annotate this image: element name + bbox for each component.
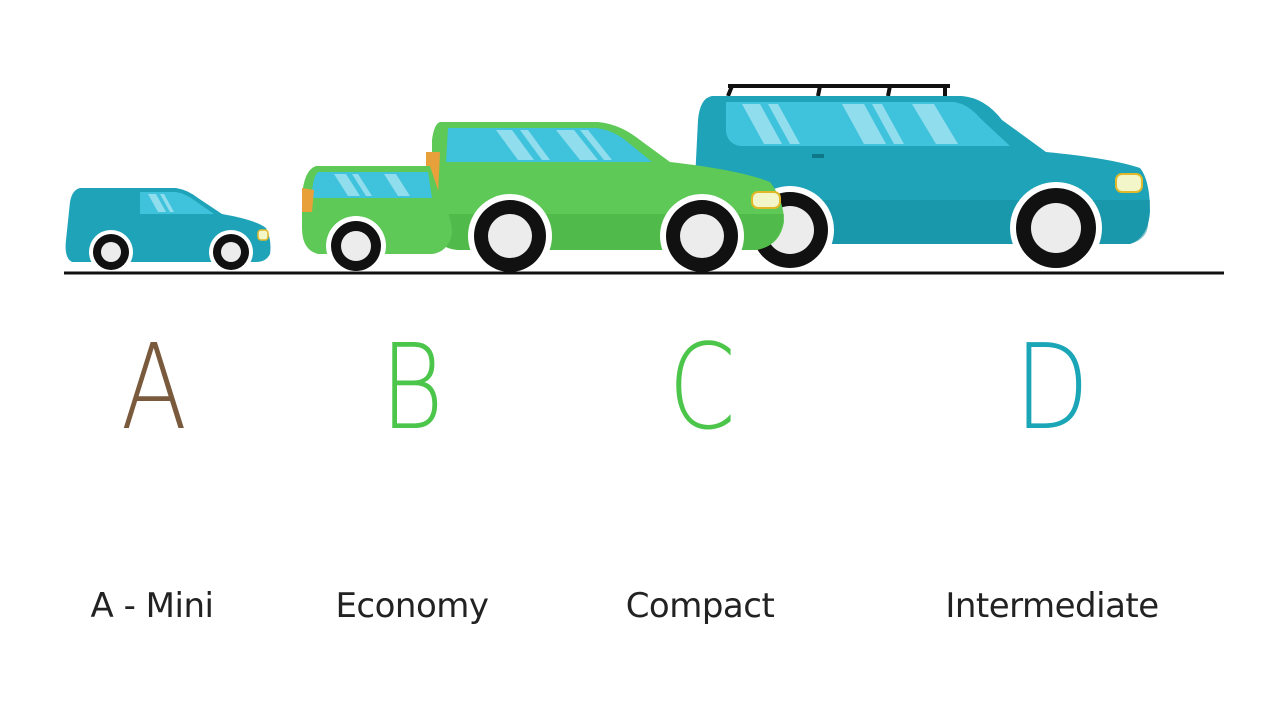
category-letter-d: D [1014, 318, 1090, 456]
compact-front-wheel [660, 194, 744, 278]
compact-window-glare [496, 130, 612, 160]
compact-rear-wheel [468, 194, 552, 278]
category-label-mini: A - Mini [90, 586, 214, 626]
category-letter-a: A [120, 318, 188, 456]
roof-rack [726, 84, 950, 97]
economy-window-glare [334, 174, 410, 196]
compact-car-icon [426, 122, 784, 278]
category-label-compact: Compact [625, 586, 775, 626]
economy-rear-wheel [326, 216, 386, 276]
mini-rear-wheel [89, 230, 133, 274]
economy-taillight [302, 188, 314, 212]
mini-hatchback-icon [65, 188, 271, 274]
category-label-intermediate: Intermediate [945, 586, 1159, 626]
intermediate-suv-icon [693, 84, 1150, 274]
suv-front-wheel [1010, 182, 1102, 274]
economy-window [312, 172, 432, 198]
category-letter-c: C [668, 318, 736, 456]
mini-front-wheel [209, 230, 253, 274]
mini-window-glare [148, 194, 174, 212]
category-label-economy: Economy [335, 586, 489, 626]
mini-headlight [257, 229, 269, 241]
suv-window-glare [742, 104, 958, 144]
suv-door-handle [812, 154, 824, 158]
economy-car-icon [302, 166, 452, 276]
category-letter-b: B [380, 318, 444, 456]
suv-headlight [1115, 173, 1143, 193]
compact-headlight [751, 191, 781, 209]
